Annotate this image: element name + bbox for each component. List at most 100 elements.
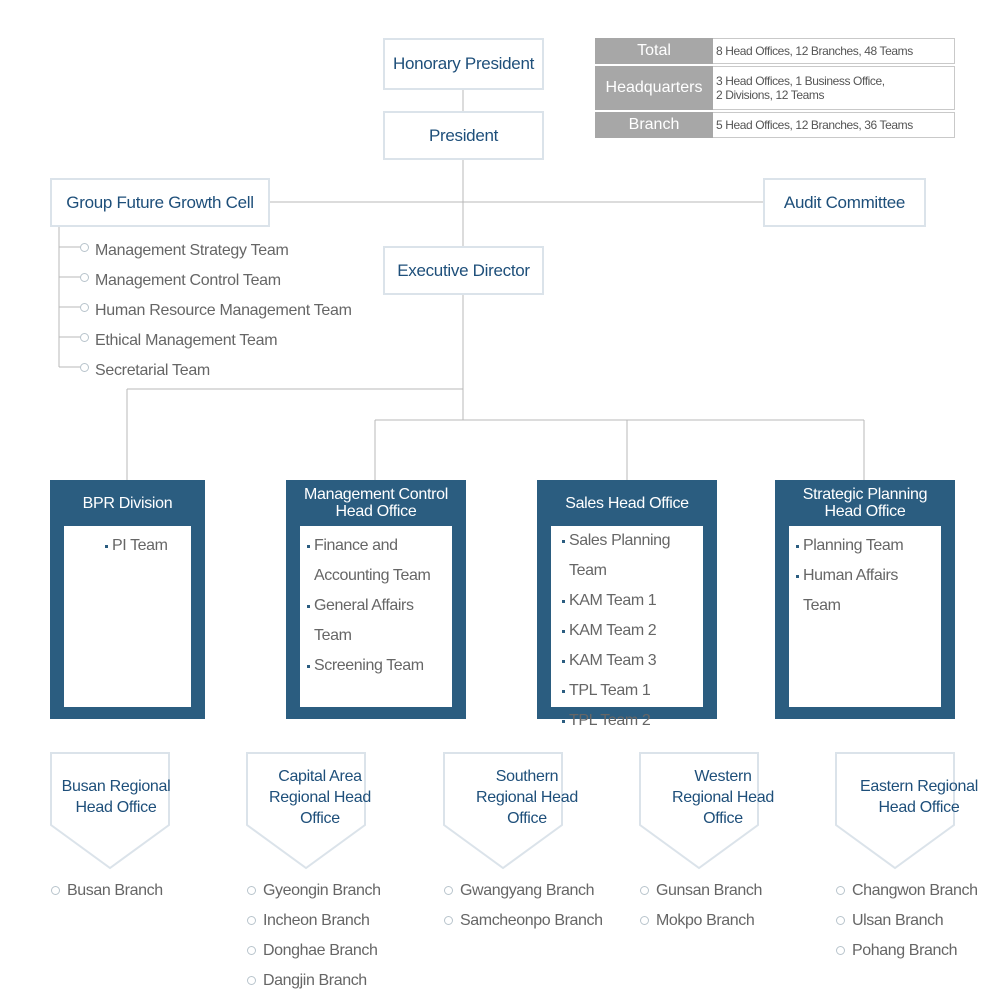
division-team-box: Finance and Accounting Team General Affa…	[300, 526, 452, 707]
branch-item: Gwangyang Branch	[443, 876, 603, 906]
branch-label: Mokpo Branch	[656, 912, 755, 929]
division-title: Management Control Head Office	[303, 486, 448, 520]
team-item: Planning Team	[793, 531, 939, 561]
cell-team-item: Management Strategy Team	[95, 242, 289, 259]
regional-title: Capital Area Regional Head Office	[269, 767, 371, 827]
division-team-box: Sales Planning Team KAM Team 1 KAM Team …	[551, 526, 703, 729]
executive-director-node: Executive Director	[383, 246, 544, 295]
branch-list-eastern: Changwon Branch Ulsan Branch Pohang Bran…	[835, 876, 978, 966]
regional-southern: Southern Regional Head Office	[443, 752, 578, 870]
square-bullet-icon	[102, 531, 112, 561]
summary-value-line: 8 Head Offices, 12 Branches, 48 Teams	[716, 44, 913, 58]
division-sales: Sales Head Office Sales Planning Team KA…	[537, 480, 717, 729]
team-item: KAM Team 1	[559, 586, 701, 616]
square-bullet-icon	[304, 531, 314, 591]
circle-bullet-icon	[247, 976, 256, 985]
team-label: General Affairs Team	[314, 597, 414, 644]
cell-team-item: Secretarial Team	[95, 362, 210, 379]
branch-label: Busan Branch	[67, 882, 163, 899]
summary-row-branch: Branch 5 Head Offices, 12 Branches, 36 T…	[595, 112, 955, 138]
cell-team-item: Ethical Management Team	[95, 332, 278, 349]
summary-row-total: Total 8 Head Offices, 12 Branches, 48 Te…	[595, 38, 955, 64]
branch-label: Ulsan Branch	[852, 912, 944, 929]
branch-item: Gyeongin Branch	[246, 876, 381, 906]
team-label: TPL Team 2	[569, 712, 651, 729]
circle-bullet-icon	[80, 363, 89, 372]
circle-bullet-icon	[247, 916, 256, 925]
circle-bullet-icon	[80, 303, 89, 312]
pentagon-shape	[246, 752, 366, 870]
summary-value: 8 Head Offices, 12 Branches, 48 Teams	[713, 38, 955, 64]
branch-list-western: Gunsan Branch Mokpo Branch	[639, 876, 762, 936]
pentagon-shape	[443, 752, 563, 870]
summary-row-headquarters: Headquarters 3 Head Offices, 1 Business …	[595, 66, 955, 110]
team-label: Finance and Accounting Team	[314, 537, 431, 584]
circle-bullet-icon	[80, 243, 89, 252]
summary-table: Total 8 Head Offices, 12 Branches, 48 Te…	[595, 38, 955, 140]
summary-value-line: 5 Head Offices, 12 Branches, 36 Teams	[716, 118, 913, 132]
square-bullet-icon	[559, 706, 569, 736]
square-bullet-icon	[559, 646, 569, 676]
cell-team-item: Human Resource Management Team	[95, 302, 352, 319]
branch-label: Changwon Branch	[852, 882, 978, 899]
branch-label: Pohang Branch	[852, 942, 958, 959]
regional-title: Southern Regional Head Office	[476, 767, 578, 827]
division-bpr: BPR Division PI Team	[50, 480, 205, 719]
team-item: TPL Team 2	[559, 706, 701, 736]
division-title: Strategic Planning Head Office	[802, 486, 928, 520]
team-item: KAM Team 3	[559, 646, 701, 676]
circle-bullet-icon	[836, 946, 845, 955]
branch-label: Incheon Branch	[263, 912, 370, 929]
team-label: Human Affairs Team	[803, 567, 898, 614]
circle-bullet-icon	[51, 886, 60, 895]
team-label: PI Team	[112, 537, 168, 554]
pentagon-shape	[50, 752, 170, 870]
team-item: KAM Team 2	[559, 616, 701, 646]
square-bullet-icon	[304, 651, 314, 681]
circle-bullet-icon	[836, 916, 845, 925]
team-item: TPL Team 1	[559, 676, 701, 706]
circle-bullet-icon	[247, 946, 256, 955]
square-bullet-icon	[304, 591, 314, 651]
team-label: KAM Team 1	[569, 592, 657, 609]
division-team-box: Planning Team Human Affairs Team	[789, 526, 941, 707]
president-node: President	[383, 111, 544, 160]
audit-committee-node: Audit Committee	[763, 178, 926, 227]
branch-label: Gunsan Branch	[656, 882, 762, 899]
division-team-box: PI Team	[64, 526, 191, 707]
regional-title: Busan Regional Head Office	[61, 778, 171, 816]
cell-team-list: Management Strategy Team Management Cont…	[95, 236, 352, 386]
square-bullet-icon	[559, 526, 569, 586]
circle-bullet-icon	[80, 333, 89, 342]
pentagon-shape	[835, 752, 955, 870]
division-management-control: Management Control Head Office Finance a…	[286, 480, 466, 719]
regional-title: Western Regional Head Office	[672, 767, 774, 827]
square-bullet-icon	[793, 531, 803, 561]
summary-value: 3 Head Offices, 1 Business Office, 2 Div…	[713, 66, 955, 110]
branch-item: Incheon Branch	[246, 906, 381, 936]
team-label: Screening Team	[314, 657, 424, 674]
team-item: Finance and Accounting Team	[304, 531, 446, 591]
circle-bullet-icon	[640, 886, 649, 895]
regional-western: Western Regional Head Office	[639, 752, 774, 870]
team-label: KAM Team 2	[569, 622, 657, 639]
branch-item: Samcheonpo Branch	[443, 906, 603, 936]
branch-label: Gwangyang Branch	[460, 882, 595, 899]
summary-value-line: 2 Divisions, 12 Teams	[716, 88, 825, 102]
branch-label: Dangjin Branch	[263, 972, 367, 989]
branch-label: Donghae Branch	[263, 942, 378, 959]
square-bullet-icon	[793, 561, 803, 621]
summary-label: Branch	[595, 112, 713, 138]
square-bullet-icon	[559, 676, 569, 706]
branch-item: Changwon Branch	[835, 876, 978, 906]
circle-bullet-icon	[80, 273, 89, 282]
branch-item: Busan Branch	[50, 876, 163, 906]
regional-eastern: Eastern Regional Head Office	[835, 752, 978, 870]
team-label: KAM Team 3	[569, 652, 657, 669]
regional-title: Eastern Regional Head Office	[860, 778, 978, 816]
cell-team-item: Management Control Team	[95, 272, 281, 289]
circle-bullet-icon	[836, 886, 845, 895]
regional-capital-area: Capital Area Regional Head Office	[246, 752, 371, 870]
branch-item: Donghae Branch	[246, 936, 381, 966]
